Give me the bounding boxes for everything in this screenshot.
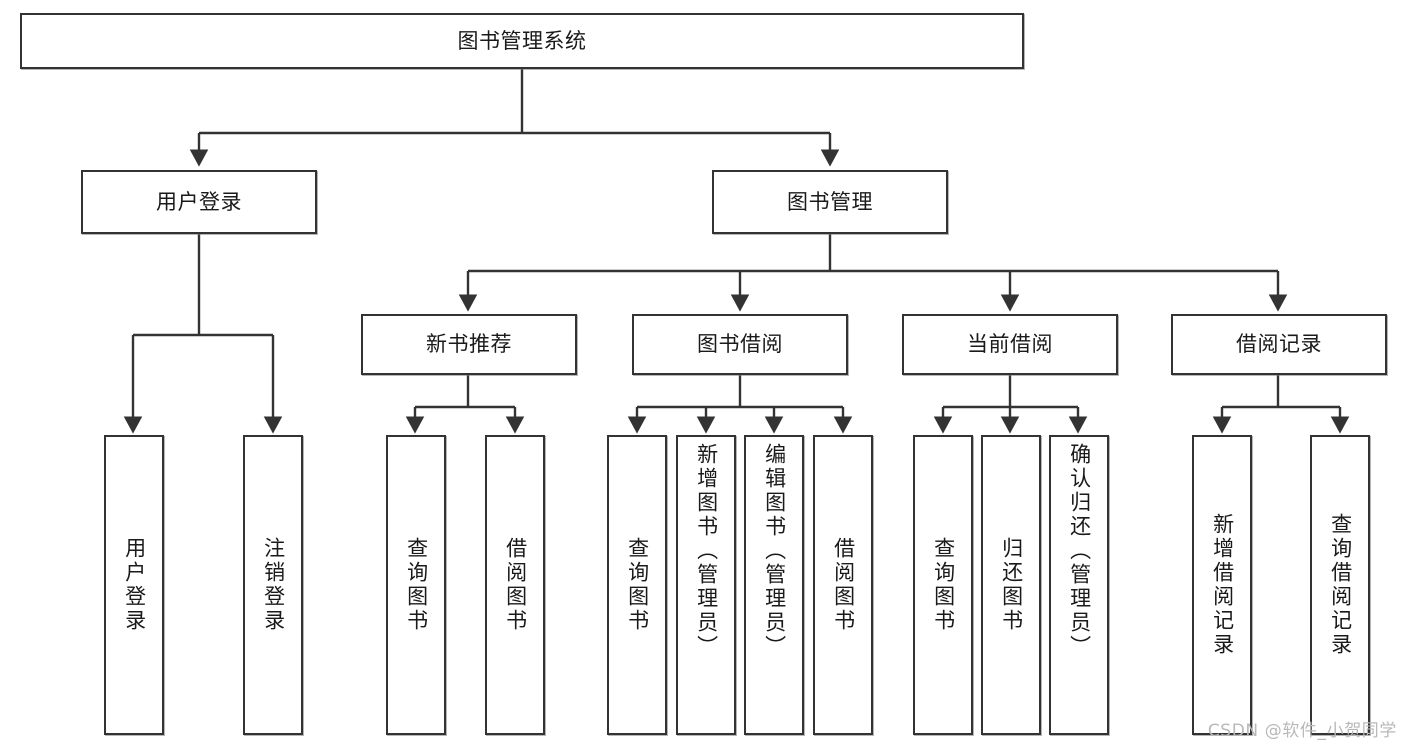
- node-leaf-borrow-book-1-label: 借阅图书: [503, 537, 528, 633]
- node-book-manage[interactable]: 图书管理: [712, 170, 948, 234]
- node-leaf-query-record-label: 查询借阅记录: [1328, 513, 1353, 657]
- node-leaf-query-book-1-label: 查询图书: [404, 537, 429, 633]
- node-leaf-return-book-label: 归还图书: [999, 537, 1024, 633]
- node-leaf-borrow-book-2[interactable]: 借阅图书: [813, 435, 873, 735]
- node-book-borrow[interactable]: 图书借阅: [632, 314, 848, 375]
- node-leaf-user-logout[interactable]: 注销登录: [243, 435, 303, 735]
- node-user-login[interactable]: 用户登录: [81, 170, 317, 234]
- node-root[interactable]: 图书管理系统: [20, 13, 1024, 69]
- node-leaf-return-book[interactable]: 归还图书: [981, 435, 1041, 735]
- node-leaf-add-book[interactable]: 新增图书（管理员）: [676, 435, 736, 735]
- node-leaf-user-logout-label: 注销登录: [261, 537, 286, 633]
- node-leaf-borrow-book-1[interactable]: 借阅图书: [485, 435, 545, 735]
- node-leaf-edit-book[interactable]: 编辑图书（管理员）: [744, 435, 804, 735]
- node-user-login-label: 用户登录: [156, 189, 242, 214]
- node-current-borrow-label: 当前借阅: [967, 332, 1053, 357]
- node-leaf-query-book-2-label: 查询图书: [625, 537, 650, 633]
- node-leaf-edit-book-label: 编辑图书（管理员）: [762, 443, 787, 659]
- node-book-manage-label: 图书管理: [787, 189, 873, 214]
- node-new-book-recommend[interactable]: 新书推荐: [361, 314, 577, 375]
- csdn-watermark: CSDN @软件_小贺同学: [1207, 721, 1397, 741]
- node-leaf-user-login-label: 用户登录: [122, 537, 147, 633]
- node-borrow-record[interactable]: 借阅记录: [1171, 314, 1387, 375]
- node-book-borrow-label: 图书借阅: [697, 332, 783, 357]
- node-leaf-confirm-return-label: 确认归还（管理员）: [1067, 443, 1092, 659]
- node-leaf-add-book-label: 新增图书（管理员）: [694, 443, 719, 659]
- node-leaf-add-record[interactable]: 新增借阅记录: [1192, 435, 1252, 735]
- node-current-borrow[interactable]: 当前借阅: [902, 314, 1118, 375]
- node-leaf-query-record[interactable]: 查询借阅记录: [1310, 435, 1370, 735]
- node-new-book-recommend-label: 新书推荐: [426, 332, 512, 357]
- node-borrow-record-label: 借阅记录: [1236, 332, 1322, 357]
- node-root-label: 图书管理系统: [457, 28, 587, 53]
- node-leaf-query-book-3[interactable]: 查询图书: [913, 435, 973, 735]
- node-leaf-add-record-label: 新增借阅记录: [1210, 513, 1235, 657]
- node-leaf-borrow-book-2-label: 借阅图书: [831, 537, 856, 633]
- node-leaf-user-login[interactable]: 用户登录: [104, 435, 164, 735]
- node-leaf-query-book-3-label: 查询图书: [931, 537, 956, 633]
- node-leaf-query-book-1[interactable]: 查询图书: [386, 435, 446, 735]
- node-leaf-confirm-return[interactable]: 确认归还（管理员）: [1049, 435, 1109, 735]
- node-leaf-query-book-2[interactable]: 查询图书: [607, 435, 667, 735]
